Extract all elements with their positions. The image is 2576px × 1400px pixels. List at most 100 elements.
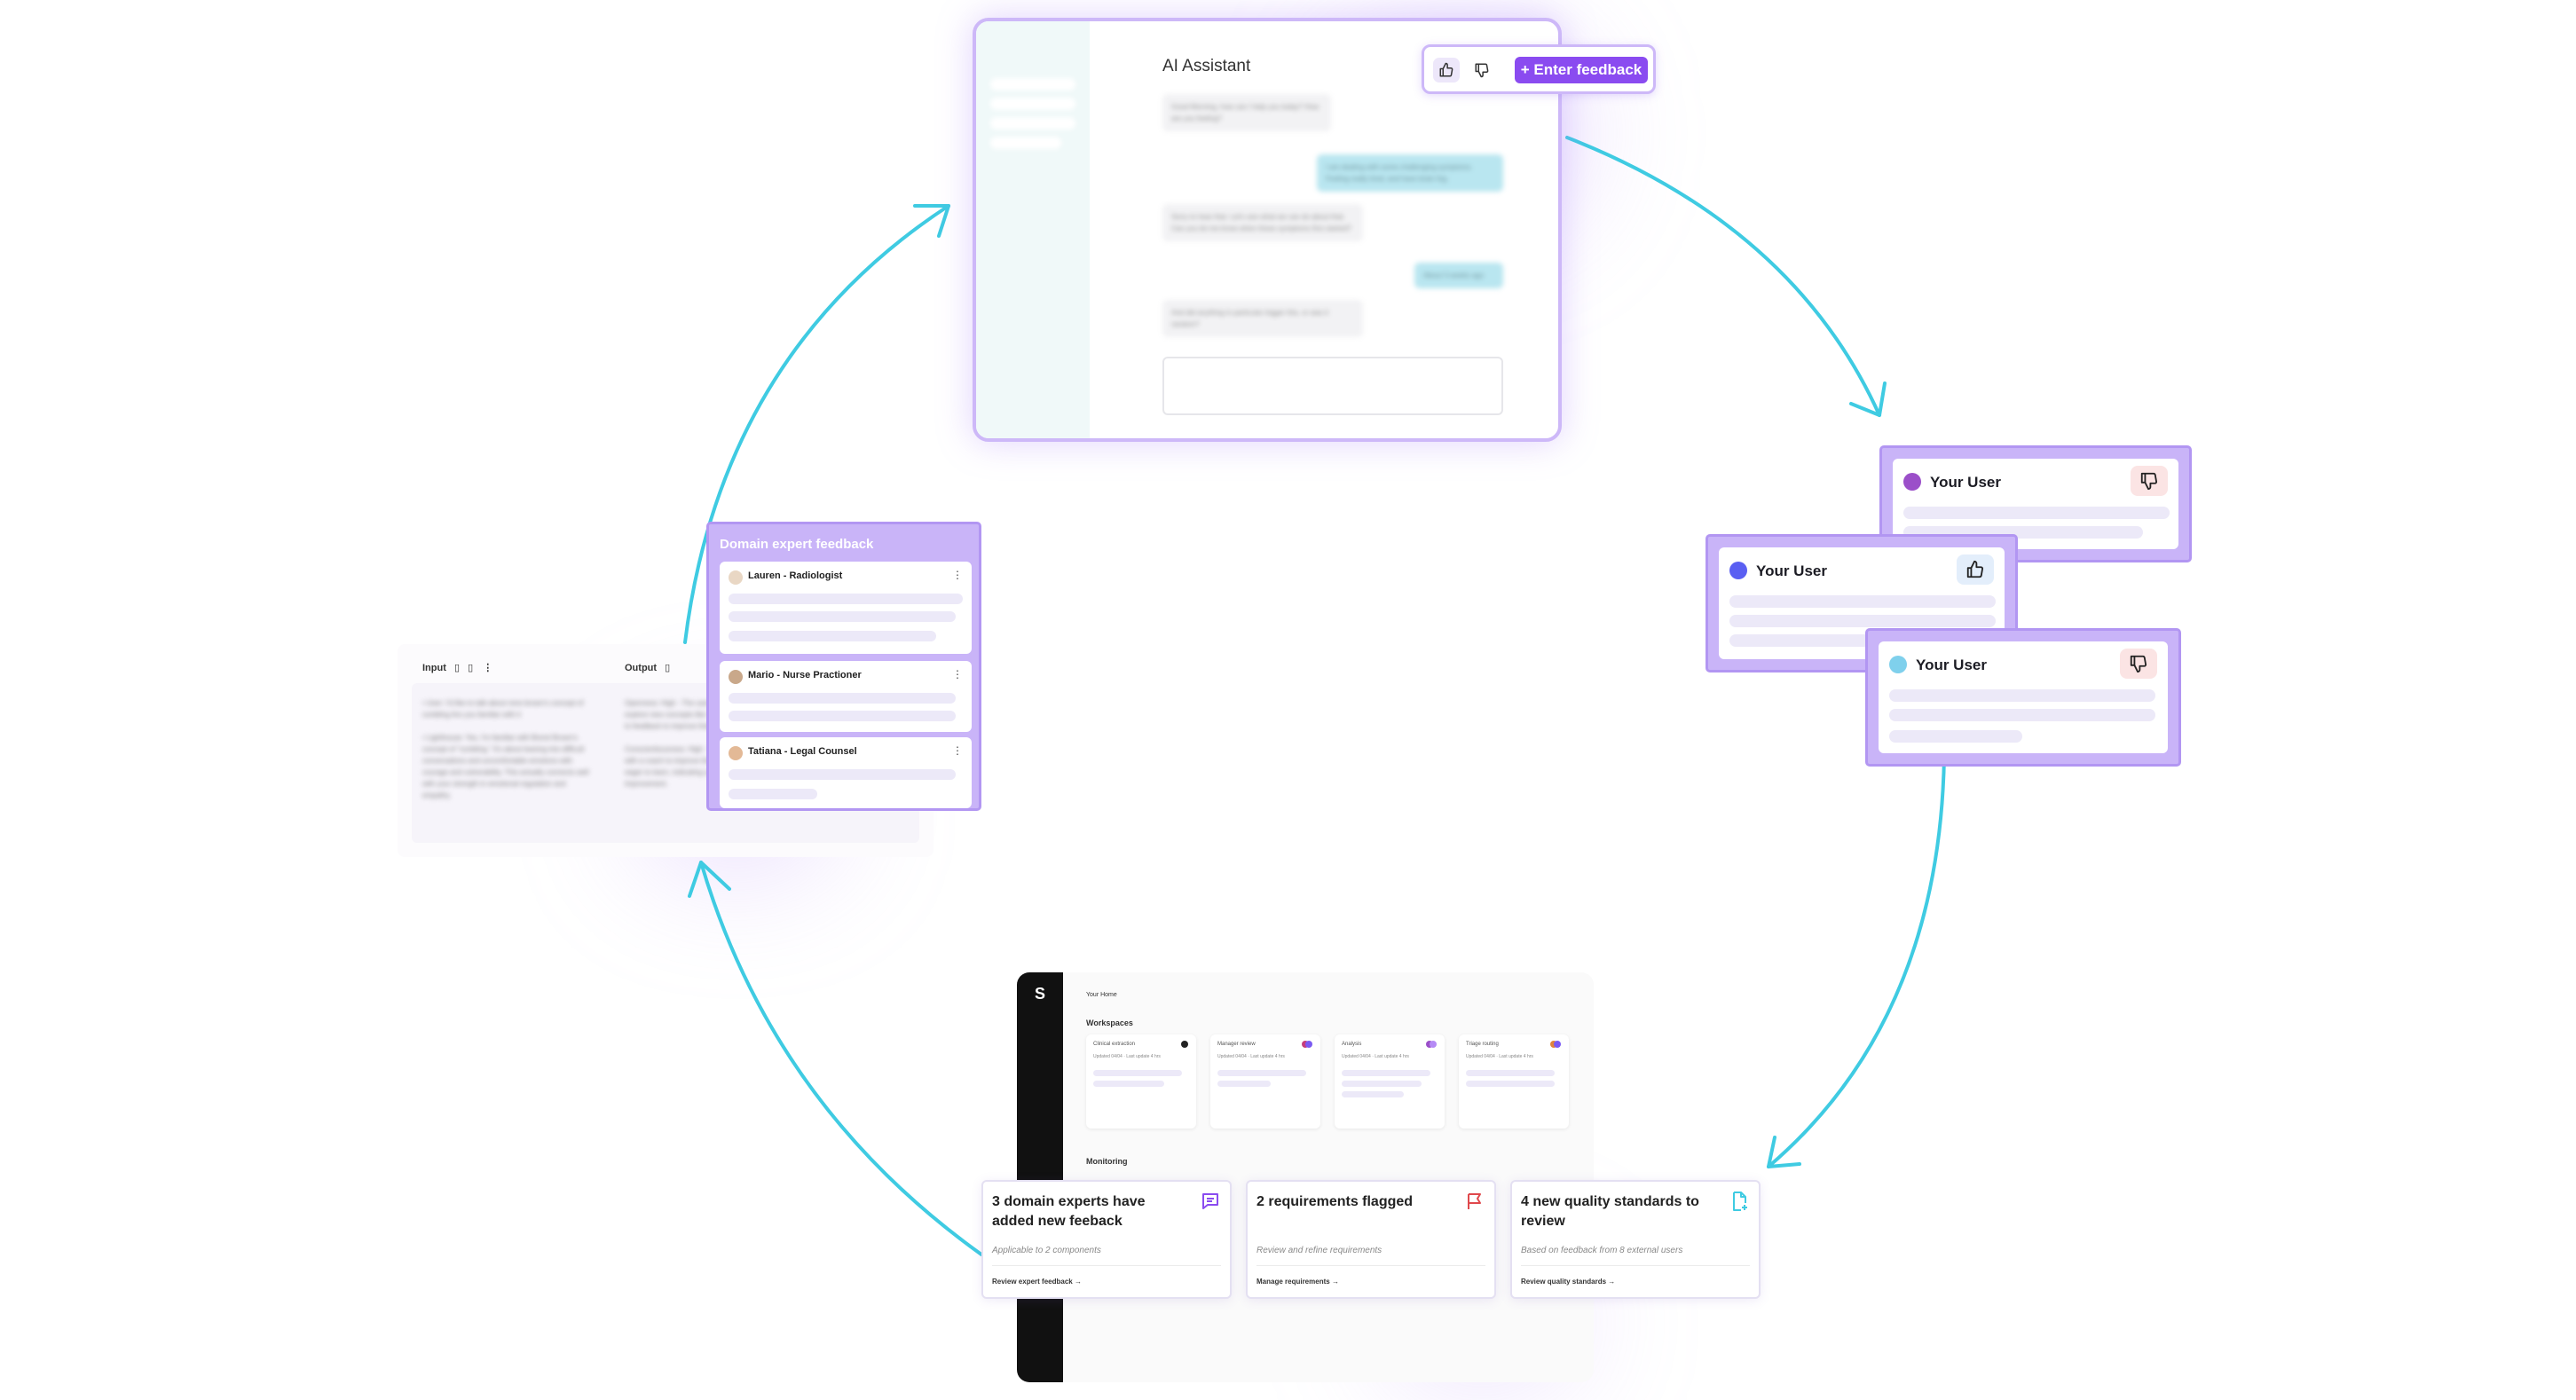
workspace-avatars-icon <box>1302 1041 1312 1048</box>
feedback-placeholder <box>1729 595 1996 608</box>
user-feedback-inner: Your User <box>1879 641 2168 753</box>
user-avatar-dot <box>1729 562 1747 579</box>
more-icon[interactable]: ⋮ <box>483 663 493 673</box>
cycle-arrow-users-to-monitoring <box>1767 754 1946 1168</box>
workspace-placeholder <box>1342 1091 1404 1097</box>
link-label: Manage requirements <box>1256 1278 1330 1286</box>
monitoring-card-subtitle: Review and refine requirements <box>1256 1246 1383 1255</box>
app-logo-icon[interactable]: S <box>1034 985 1045 1003</box>
more-icon[interactable]: ⋮ <box>952 668 963 680</box>
feedback-toolbar: + Enter feedback <box>1422 44 1656 94</box>
expert-feedback-card[interactable]: Lauren - Radiologist ⋮ <box>720 562 972 654</box>
thumbs-down-icon <box>1475 63 1489 78</box>
workspace-placeholder <box>1342 1070 1430 1076</box>
document-icon[interactable]: ▯ <box>665 663 671 673</box>
output-label: Output ▯ <box>625 662 670 673</box>
like-button[interactable] <box>1433 58 1460 83</box>
chat-message-bot: Good Morning, how can I help you today? … <box>1162 94 1331 131</box>
dislike-reaction <box>2120 649 2157 679</box>
feedback-placeholder <box>1729 634 1907 647</box>
link-label: Review quality standards <box>1521 1278 1607 1286</box>
user-feedback-card: Your User <box>1706 534 2018 672</box>
workspace-card-title: Analysis <box>1342 1042 1362 1047</box>
thumbs-up-icon <box>1966 560 1984 578</box>
expert-name: Tatiana - Legal Counsel <box>748 746 857 757</box>
workspace-card-title: Manager review <box>1217 1042 1256 1047</box>
enter-feedback-button[interactable]: + Enter feedback <box>1515 57 1648 83</box>
chat-message-bot: And did anything in particular trigger t… <box>1162 300 1363 337</box>
feedback-placeholder <box>1889 709 2155 721</box>
document-plus-icon <box>1733 1192 1747 1211</box>
workspace-window: S Your Home Workspaces Clinical extracti… <box>1017 972 1594 1382</box>
workspace-avatars-icon <box>1426 1041 1437 1048</box>
monitoring-card-title: 2 requirements flagged <box>1256 1194 1414 1209</box>
expert-name: Mario - Nurse Practioner <box>748 670 862 680</box>
workspace-card-meta: Updated 04/04 · Last update 4 hrs <box>1342 1054 1409 1059</box>
feedback-placeholder <box>729 711 956 721</box>
divider <box>992 1265 1221 1266</box>
flag-icon <box>1468 1193 1481 1209</box>
dislike-reaction <box>2131 466 2168 496</box>
workspace-card[interactable]: Clinical extraction Updated 04/04 · Last… <box>1086 1034 1196 1129</box>
feedback-placeholder <box>1889 730 2022 743</box>
workspace-card[interactable]: Analysis Updated 04/04 · Last update 4 h… <box>1335 1034 1445 1129</box>
cycle-arrow-experts-to-assistant <box>683 204 950 644</box>
ai-assistant-window: AI Assistant Good Morning, how can I hel… <box>973 18 1562 442</box>
chat-message-user: I am dealing with some challenging sympt… <box>1317 154 1503 192</box>
workspace-placeholder <box>1466 1070 1555 1076</box>
arrow-right-icon: → <box>1074 1278 1082 1286</box>
more-icon[interactable]: ⋮ <box>952 744 963 757</box>
dislike-button[interactable] <box>1469 58 1495 83</box>
feedback-placeholder <box>729 594 963 604</box>
workspace-card[interactable]: Manager review Updated 04/04 · Last upda… <box>1210 1034 1320 1129</box>
expert-feedback-card[interactable]: Tatiana - Legal Counsel ⋮ <box>720 737 972 808</box>
workspace-placeholder <box>1217 1070 1306 1076</box>
sidebar-placeholder <box>990 117 1075 130</box>
workspace-card-meta: Updated 04/04 · Last update 4 hrs <box>1217 1054 1285 1059</box>
more-icon[interactable]: ⋮ <box>952 569 963 581</box>
feedback-placeholder <box>729 693 956 704</box>
monitoring-card-title: 3 domain experts have added new feeback <box>992 1194 1146 1229</box>
user-avatar-dot <box>1889 656 1907 673</box>
workspace-card[interactable]: Triage routing Updated 04/04 · Last upda… <box>1459 1034 1569 1129</box>
feedback-placeholder <box>729 789 817 799</box>
document-icon[interactable]: ▯ <box>453 663 461 673</box>
monitoring-card[interactable]: 3 domain experts have added new feeback … <box>981 1180 1232 1299</box>
feedback-placeholder <box>729 769 956 780</box>
user-feedback-card: Your User <box>1879 445 2192 562</box>
thumbs-up-icon <box>1439 62 1453 77</box>
output-label-text: Output <box>625 663 658 673</box>
like-reaction <box>1957 554 1994 585</box>
cycle-arrow-group <box>683 136 1946 1256</box>
workspace-placeholder <box>1342 1081 1422 1087</box>
arrowhead <box>913 204 950 238</box>
sidebar-placeholder <box>990 137 1061 149</box>
document-icon[interactable]: ▯ <box>468 663 474 673</box>
feedback-placeholder <box>729 631 936 641</box>
monitoring-card[interactable]: 2 requirements flagged Review and refine… <box>1246 1180 1496 1299</box>
message-input[interactable] <box>1162 357 1503 415</box>
user-name: Your User <box>1930 474 2001 491</box>
assistant-sidebar <box>976 21 1090 438</box>
feedback-placeholder <box>729 611 956 622</box>
expert-feedback-card[interactable]: Mario - Nurse Practioner ⋮ <box>720 661 972 732</box>
chat-message-bot: Sorry to hear that. Let's see what we ca… <box>1162 204 1363 241</box>
sidebar-placeholder <box>990 98 1075 110</box>
workspace-card-meta: Updated 04/04 · Last update 4 hrs <box>1466 1054 1533 1059</box>
manage-requirements-link[interactable]: Manage requirements → <box>1256 1278 1339 1286</box>
feedback-placeholder <box>1729 615 1996 627</box>
review-expert-feedback-link[interactable]: Review expert feedback → <box>992 1278 1082 1286</box>
monitoring-card[interactable]: 4 new quality standards to review Based … <box>1510 1180 1761 1299</box>
arrow-right-icon: → <box>1608 1278 1616 1286</box>
expert-panel-heading: Domain expert feedback <box>720 537 874 552</box>
domain-expert-feedback-panel: Domain expert feedback Lauren - Radiolog… <box>706 522 981 811</box>
review-quality-standards-link[interactable]: Review quality standards → <box>1521 1278 1615 1286</box>
arrow-right-icon: → <box>1331 1278 1339 1286</box>
avatar <box>729 746 743 760</box>
workspace-placeholder <box>1466 1081 1555 1087</box>
link-label: Review expert feedback <box>992 1278 1073 1286</box>
chat-message-user: About 3 weeks ago <box>1414 263 1503 288</box>
feedback-placeholder <box>1889 689 2155 702</box>
